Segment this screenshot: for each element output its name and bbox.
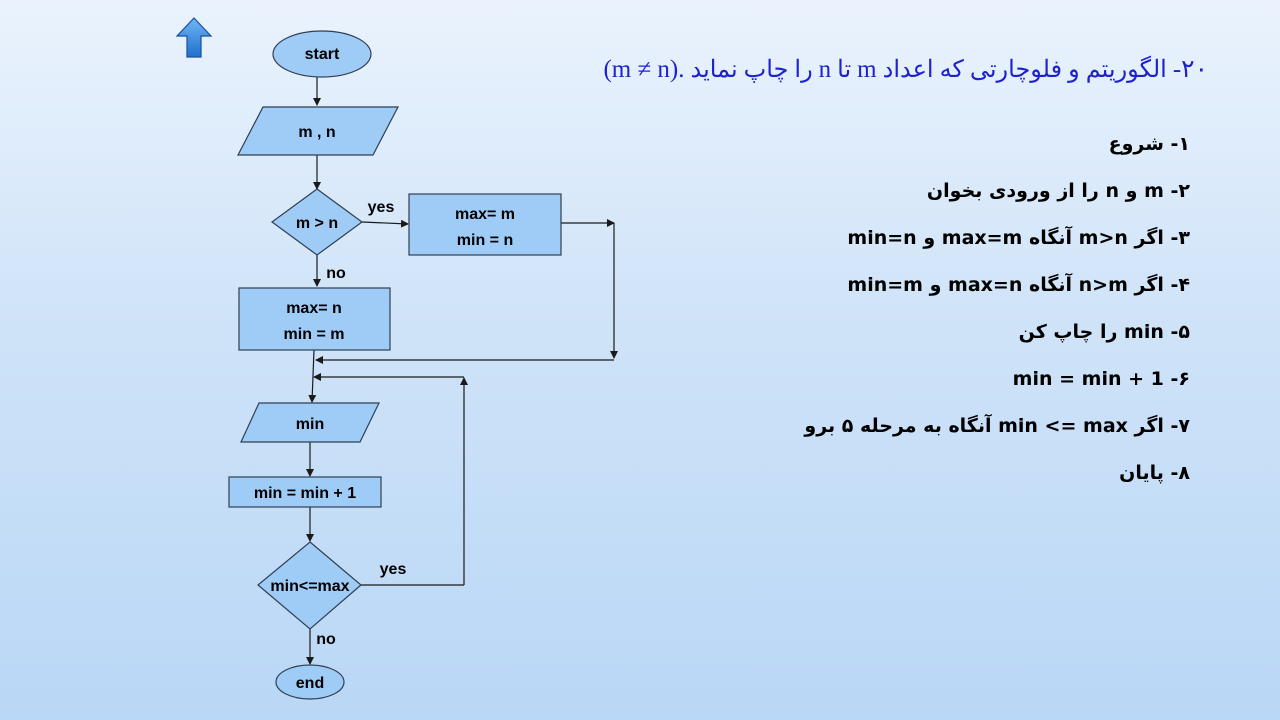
decision1-label: m > n — [296, 215, 338, 232]
step-item: ۴- اگر n>m آنگاه max=n و min=m — [847, 274, 1190, 296]
connector-decision1-yes — [361, 219, 409, 228]
assign-yes-line2: min = n — [457, 232, 513, 249]
no1-label: no — [326, 265, 346, 282]
yes2-label: yes — [380, 561, 407, 578]
title-part1: الگوریتم و فلوچارتی که اعداد — [882, 57, 1167, 83]
up-arrow-icon[interactable] — [174, 16, 214, 60]
problem-title: ۲۰- الگوریتم و فلوچارتی که اعداد m تا n … — [603, 54, 1208, 84]
input-label: m , n — [298, 124, 335, 141]
yes1-label: yes — [368, 199, 395, 216]
end-terminal — [275, 664, 345, 700]
end-label: end — [296, 675, 324, 692]
decision2-diamond — [257, 541, 362, 630]
assign-no-box — [238, 287, 391, 351]
increment-box — [228, 476, 382, 508]
assign-no-line2: min = m — [284, 326, 345, 343]
decision1-diamond — [270, 188, 364, 256]
algorithm-steps: ۱- شروع ۲- m و n را از ورودی بخوان ۳- اگ… — [804, 128, 1190, 504]
start-terminal — [272, 30, 372, 78]
title-var-m: m — [857, 56, 877, 83]
output-parallelogram — [240, 402, 380, 443]
assign-yes-line1: max= m — [455, 206, 515, 223]
step-item: ۲- m و n را از ورودی بخوان — [926, 180, 1190, 202]
title-condition: (m ≠ n). — [603, 56, 685, 83]
no2-label: no — [316, 631, 336, 648]
step-item: ۵- min را چاپ کن — [1018, 321, 1190, 343]
connector-assign-output — [308, 349, 317, 403]
title-var-n: n — [818, 56, 832, 83]
decision2-label: min<=max — [270, 578, 349, 595]
title-number: ۲۰- — [1172, 56, 1208, 83]
assign-no-line1: max= n — [286, 300, 342, 317]
step-item: ۶- min = min + 1 — [1012, 368, 1190, 390]
assign-yes-box — [408, 193, 562, 256]
step-item: ۸- پایان — [1119, 462, 1190, 484]
step-item: ۳- اگر m>n آنگاه max=m و min=n — [847, 227, 1190, 249]
start-label: start — [305, 46, 340, 63]
step-item: ۷- اگر min <= max آنگاه به مرحله ۵ برو — [804, 415, 1190, 437]
output-label: min — [296, 416, 324, 433]
step-item: ۱- شروع — [1108, 133, 1190, 155]
increment-label: min = min + 1 — [254, 485, 356, 502]
connectors — [306, 77, 618, 665]
title-part2: تا — [837, 57, 852, 83]
input-parallelogram — [237, 106, 399, 156]
title-part3: را چاپ نماید — [690, 57, 813, 83]
